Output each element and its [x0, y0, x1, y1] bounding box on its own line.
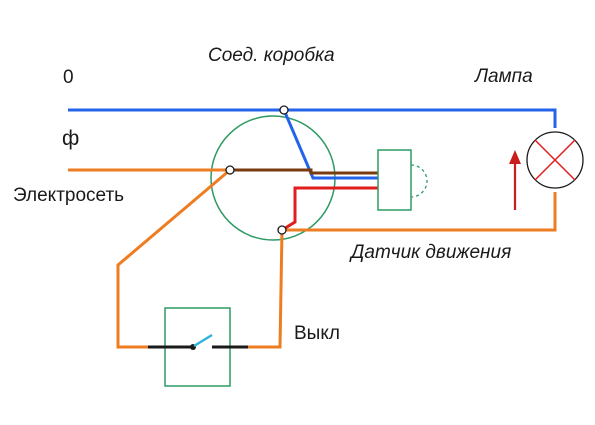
sensor-output-wire [281, 186, 378, 232]
mains-label: Электросеть [13, 185, 124, 206]
lamp-cross-b [534, 139, 576, 181]
arrow-head [509, 150, 521, 164]
lamp-feed-wire [282, 192, 557, 232]
switch-return-wire [248, 229, 284, 349]
junction-node-neutral [279, 105, 289, 115]
switch-feed-wire [116, 168, 231, 349]
junction-node-switched [277, 225, 287, 235]
zero-label: 0 [63, 67, 74, 88]
motion-sensor-label: Датчик движения [349, 242, 511, 263]
lamp-label: Лампа [473, 66, 533, 87]
switch-lever [193, 333, 213, 348]
junction-node-phase [225, 165, 235, 175]
motion-sensor-box [377, 149, 412, 211]
switch-label: Выкл [294, 323, 340, 344]
junction-box-label: Соед. коробка [208, 45, 335, 66]
motion-sensor-dome [410, 164, 428, 198]
sensor-input-wire [230, 168, 378, 175]
neutral-wire [68, 108, 557, 128]
phase-label: ф [62, 127, 79, 150]
neutral-wire-to-sensor [282, 109, 378, 180]
